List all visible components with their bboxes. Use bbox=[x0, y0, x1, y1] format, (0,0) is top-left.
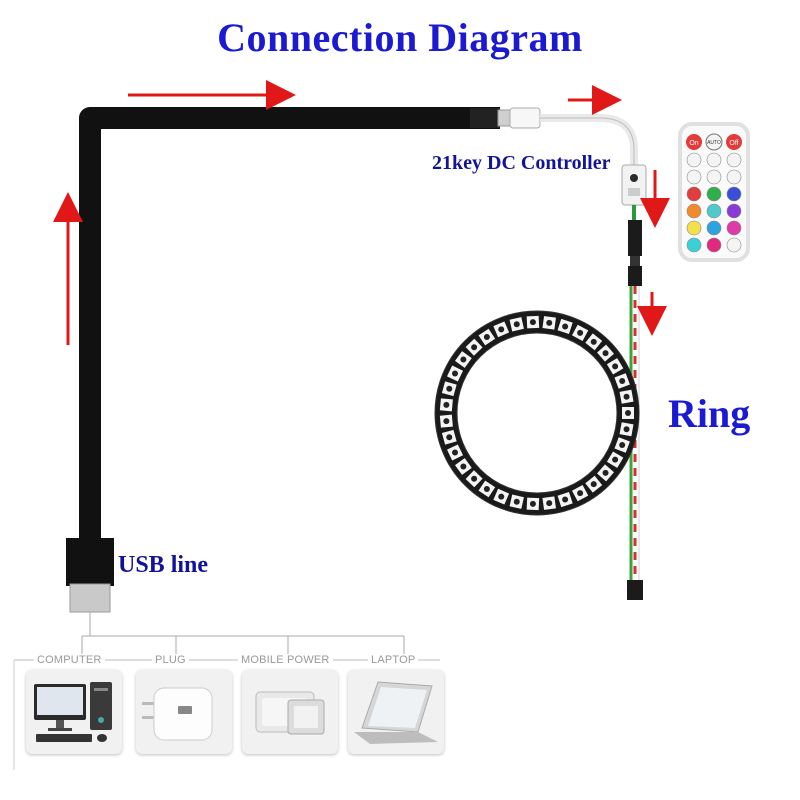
remote-off-button bbox=[726, 134, 742, 150]
svg-text:On: On bbox=[689, 140, 698, 147]
jst-connector-end bbox=[627, 580, 643, 600]
laptop-image bbox=[348, 670, 444, 754]
remote-key bbox=[726, 220, 742, 236]
device-label-plug: PLUG bbox=[152, 654, 189, 666]
remote-key bbox=[706, 186, 722, 202]
remote-auto-button bbox=[705, 133, 723, 151]
remote-key bbox=[726, 169, 742, 185]
remote-key bbox=[686, 186, 702, 202]
remote-key bbox=[726, 186, 742, 202]
controller-led bbox=[630, 174, 638, 182]
remote-key bbox=[706, 152, 722, 168]
usb-plug-metal bbox=[69, 583, 111, 613]
jst-connector-top bbox=[628, 220, 642, 256]
remote-key bbox=[686, 169, 702, 185]
svg-text:AUTO: AUTO bbox=[707, 140, 721, 146]
svg-text:Off: Off bbox=[729, 140, 738, 147]
dc-plug-body bbox=[509, 107, 541, 129]
plug-image bbox=[136, 670, 232, 754]
controller-body bbox=[621, 164, 647, 206]
usb-cable bbox=[79, 107, 500, 546]
remote-key bbox=[686, 237, 702, 253]
diagram-title: Connection Diagram bbox=[217, 15, 583, 60]
cable-connector-end bbox=[470, 108, 500, 128]
remote-key bbox=[706, 203, 722, 219]
remote-key bbox=[726, 237, 742, 253]
mobile-power-image bbox=[242, 670, 338, 754]
device-label-laptop: LAPTOP bbox=[368, 654, 419, 666]
remote-on-button bbox=[686, 134, 702, 150]
ring-label: Ring bbox=[668, 391, 751, 436]
usb-label: USB line bbox=[118, 552, 209, 578]
remote-key bbox=[686, 203, 702, 219]
device-label-mobile-power: MOBILE POWER bbox=[238, 654, 333, 666]
device-label-computer: COMPUTER bbox=[34, 654, 105, 666]
remote-control: On AUTO Off bbox=[678, 122, 750, 262]
remote-key bbox=[686, 152, 702, 168]
remote-key bbox=[706, 237, 722, 253]
usb-plug-body bbox=[66, 538, 114, 586]
ring-leds bbox=[439, 315, 634, 511]
jst-connector-bottom bbox=[628, 266, 642, 286]
remote-key bbox=[706, 169, 722, 185]
controller-label: 21key DC Controller bbox=[432, 152, 611, 174]
computer-image bbox=[26, 670, 122, 754]
remote-key bbox=[726, 203, 742, 219]
remote-key bbox=[706, 220, 722, 236]
remote-key bbox=[726, 152, 742, 168]
remote-key bbox=[686, 220, 702, 236]
